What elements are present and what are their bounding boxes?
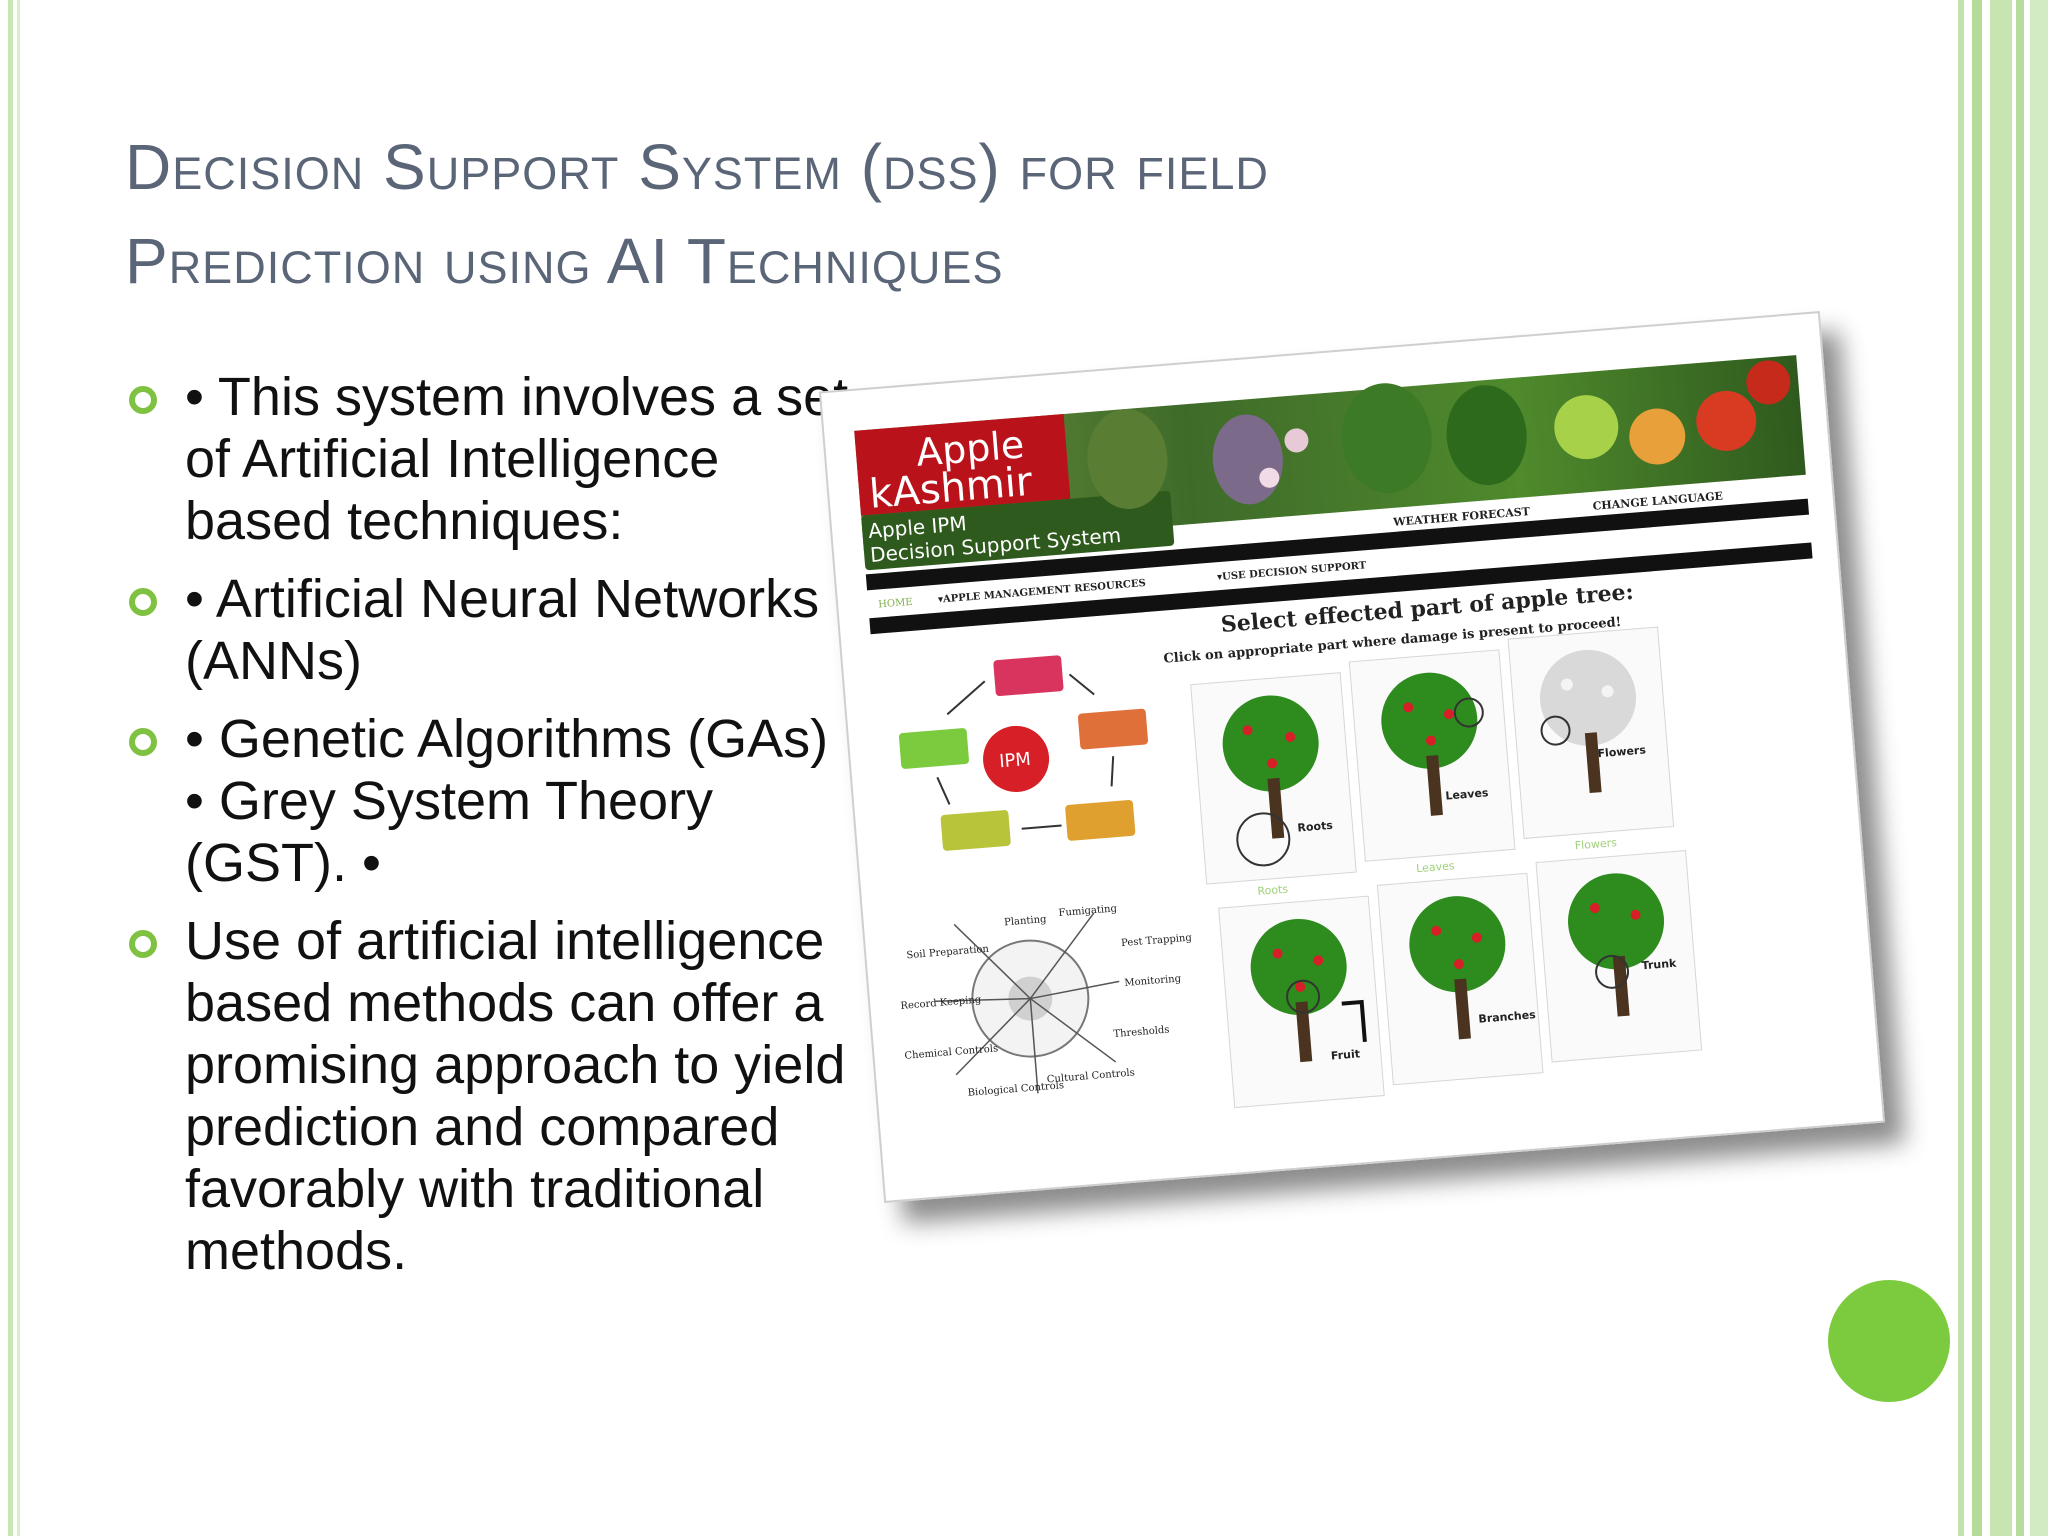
wheel-label: Biological Controls (967, 1080, 1064, 1099)
wheel-label: Monitoring (1124, 973, 1182, 989)
bullet-ring-icon (129, 728, 157, 756)
ipm-wheel-sketch: Planting Fumigating Pest Trapping Monito… (900, 903, 1193, 1099)
tree-tile: Leaves (1348, 649, 1516, 862)
column-label: Roots (1257, 883, 1289, 898)
bullet-list: • This system involves a set of Artifici… (125, 366, 895, 1298)
decorative-green-circle (1828, 1280, 1950, 1402)
wheel-label: Fumigating (1058, 903, 1118, 919)
bullet-text: • This system involves a set of Artifici… (185, 367, 849, 551)
tree-tile: Flowers (1507, 626, 1675, 839)
nav-decision-link: ▾USE DECISION SUPPORT (1217, 560, 1367, 583)
title-line-2: Prediction using AI Techniques (125, 225, 1004, 297)
website-screenshot-image: Apple kAshmir Apple IPM Decision Support… (818, 311, 1886, 1203)
subtitle-box (861, 491, 1175, 571)
column-label: Flowers (1574, 836, 1617, 852)
bullet-item: • Genetic Algorithms (GAs) • Grey System… (125, 708, 895, 894)
left-border-stripe (17, 0, 20, 1536)
tree-label: Trunk (1641, 957, 1677, 973)
right-border-stripe (1958, 0, 1964, 1536)
bullet-item: • This system involves a set of Artifici… (125, 366, 895, 552)
tree-tile: Branches (1376, 872, 1544, 1086)
logo-word-1: Apple (914, 422, 1025, 475)
tree-label: Roots (1297, 819, 1334, 835)
left-border-stripe (8, 0, 13, 1536)
bullet-text: Use of artificial intelligence based met… (185, 911, 846, 1281)
title-line-1: Decision Support System (dss) for field (125, 131, 1269, 203)
bullet-item: • Artificial Neural Networks (ANNs) (125, 568, 895, 692)
right-border-stripe (2016, 0, 2024, 1536)
bullet-text: • Artificial Neural Networks (ANNs) (185, 569, 820, 691)
logo-block (854, 414, 1071, 516)
ipm-center-label: IPM (998, 749, 1031, 772)
right-border-stripe (1990, 0, 2012, 1536)
tree-tile: Fruit (1218, 895, 1385, 1109)
bullet-item: Use of artificial intelligence based met… (125, 910, 895, 1282)
tree-tile: Roots (1190, 672, 1357, 885)
ipm-cycle-diagram: IPM (898, 655, 1149, 851)
tree-label: Leaves (1445, 786, 1489, 802)
bullet-ring-icon (129, 930, 157, 958)
tree-label: Fruit (1330, 1047, 1360, 1062)
wheel-label: Soil Preparation (906, 944, 990, 962)
tree-tile: Trunk (1535, 850, 1703, 1063)
wheel-label: Pest Trapping (1121, 932, 1193, 949)
nav-black-bar (869, 542, 1813, 635)
nav-home-link: HOME (878, 597, 913, 611)
bullet-ring-icon (129, 386, 157, 414)
right-border-stripe (1972, 0, 1982, 1536)
nav-black-bar (865, 498, 1810, 591)
banner-foliage-image (1087, 360, 1791, 509)
bullet-text: • Genetic Algorithms (GAs) • Grey System… (185, 709, 829, 893)
wheel-label: Record Keeping (900, 994, 982, 1012)
tree-label: Flowers (1597, 743, 1647, 760)
tree-label: Branches (1478, 1008, 1537, 1026)
wheel-label: Chemical Controls (904, 1043, 998, 1061)
wheel-label: Planting (1004, 914, 1048, 928)
wheel-label: Thresholds (1113, 1025, 1170, 1040)
right-border-stripe (2030, 0, 2048, 1536)
slide-title: Decision Support System (dss) for field … (125, 120, 1685, 308)
bullet-ring-icon (129, 588, 157, 616)
screenshot-illustration: Apple kAshmir Apple IPM Decision Support… (854, 355, 1813, 1109)
column-label: Leaves (1416, 859, 1456, 875)
